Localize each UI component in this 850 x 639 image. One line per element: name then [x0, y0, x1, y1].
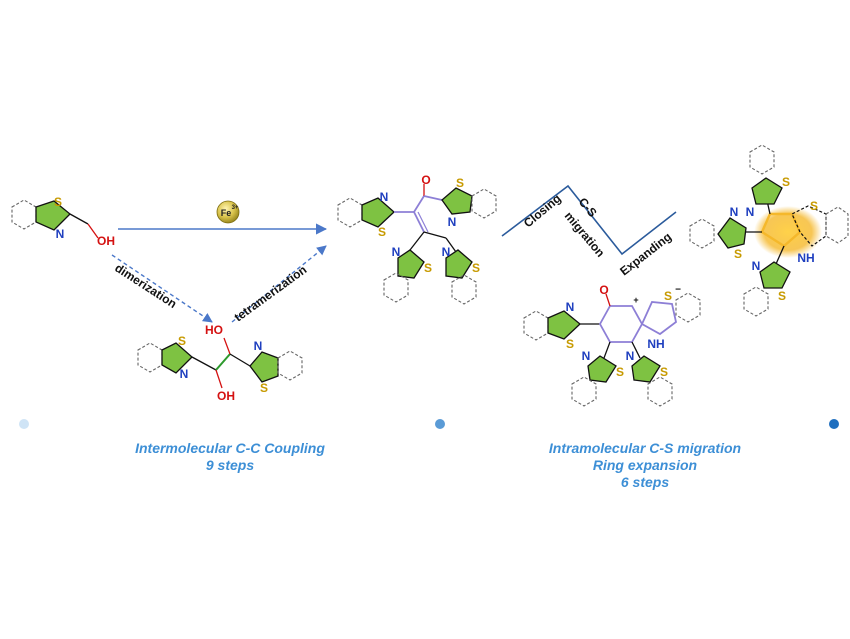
atom-s-minus: S	[664, 289, 672, 303]
atom-o: O	[421, 173, 430, 187]
tetramerization-label: tetramerization	[232, 263, 310, 325]
timeline-middle-dot	[435, 419, 445, 429]
migration-label: migration	[562, 209, 608, 260]
atom-n: N	[380, 190, 389, 204]
atom-s: S	[178, 334, 186, 348]
atom-s: S	[810, 199, 818, 213]
atom-n: N	[56, 227, 65, 241]
atom-s: S	[778, 289, 786, 303]
final-product: S NH S N N S N S	[689, 144, 849, 317]
diol-dimer: S N HO OH N S	[137, 323, 303, 403]
spiro-intermediate: N S O + S − NH N S N S	[523, 283, 701, 407]
fe-label: Fe	[221, 208, 232, 218]
atom-oh: OH	[217, 389, 235, 403]
expanding-label: Expanding	[617, 230, 674, 279]
atom-s: S	[54, 195, 62, 209]
atom-n: N	[746, 205, 755, 219]
atom-ho: HO	[205, 323, 223, 337]
atom-s: S	[566, 337, 574, 351]
tetramerization-arrow	[231, 245, 327, 323]
dimerization-arrow	[111, 254, 213, 323]
atom-n: N	[180, 367, 189, 381]
atom-n: N	[254, 339, 263, 353]
atom-n: N	[730, 205, 739, 219]
minus-charge: −	[675, 285, 681, 296]
timeline-end-dot	[829, 419, 839, 429]
left-stage-title: Intermolecular C-C Coupling	[135, 440, 325, 456]
atom-s: S	[424, 261, 432, 275]
atom-nh: NH	[647, 337, 664, 351]
atom-s: S	[734, 247, 742, 261]
atom-n: N	[582, 349, 591, 363]
atom-s: S	[660, 365, 668, 379]
atom-n: N	[626, 349, 635, 363]
atom-s: S	[456, 176, 464, 190]
atom-o: O	[599, 283, 608, 297]
atom-n: N	[448, 215, 457, 229]
timeline-start-dot	[19, 419, 29, 429]
atom-s: S	[616, 365, 624, 379]
atom-n: N	[566, 300, 575, 314]
dimerization-label: dimerization	[112, 261, 179, 311]
left-stage-steps: 9 steps	[205, 457, 255, 473]
right-stage-subtitle: Ring expansion	[592, 457, 698, 473]
closing-label: Closing	[521, 191, 564, 230]
atom-nh: NH	[797, 251, 814, 265]
right-stage-title: Intramolecular C-S migration	[548, 440, 742, 456]
right-stage-caption: Intramolecular C-S migration Ring expans…	[500, 440, 790, 491]
atom-s: S	[472, 261, 480, 275]
left-stage-caption: Intermolecular C-C Coupling 9 steps	[95, 440, 365, 474]
atom-n: N	[752, 259, 761, 273]
atom-n: N	[442, 245, 451, 259]
closing-expanding-path	[501, 184, 677, 256]
atom-s: S	[260, 381, 268, 395]
plus-charge: +	[633, 295, 638, 305]
atom-n: N	[392, 245, 401, 259]
tetramer-intermediate: N S O S N N S N S	[337, 173, 497, 305]
fe-charge: 3+	[232, 205, 239, 211]
right-stage-steps: 6 steps	[620, 474, 670, 490]
starting-benzothiazole-methanol: S N OH	[11, 195, 115, 248]
atom-oh: OH	[97, 234, 115, 248]
atom-s: S	[782, 175, 790, 189]
atom-s: S	[378, 225, 386, 239]
fe3-reagent-ball: Fe 3+	[216, 200, 240, 224]
